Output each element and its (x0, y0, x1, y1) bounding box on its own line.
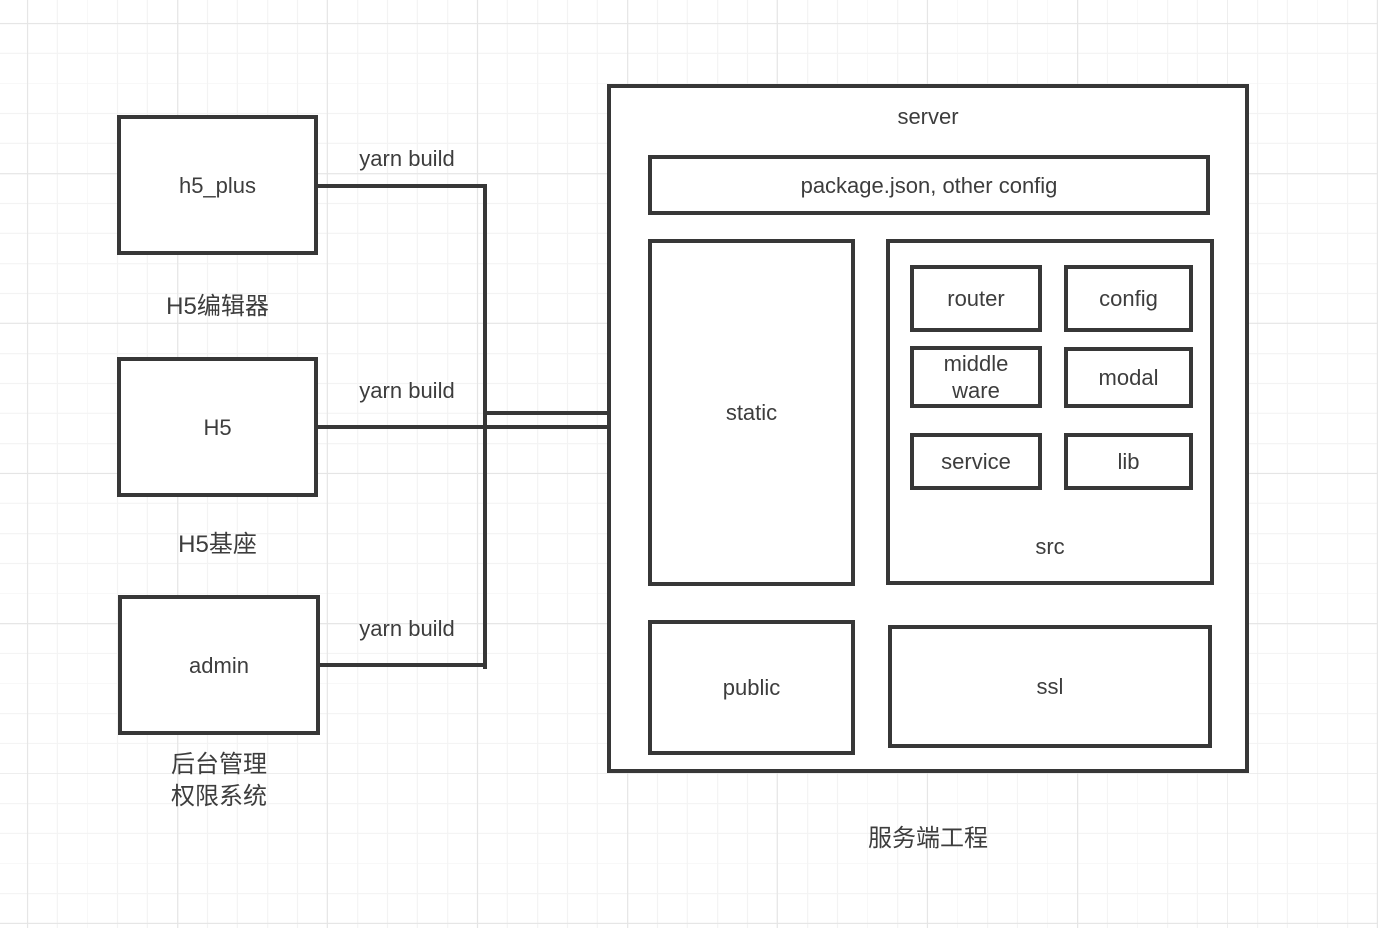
box-public: public (648, 620, 855, 755)
edge-bus-to-static-line (483, 411, 624, 415)
edge-label-yarn-build-admin: yarn build (359, 616, 455, 641)
box-admin: admin (118, 595, 320, 735)
box-service: service (910, 433, 1042, 490)
box-config: config (1064, 265, 1193, 332)
caption-server-project: 服务端工程 (868, 825, 988, 852)
edge-admin-horizontal-line (320, 663, 487, 667)
edge-label-yarn-build-h5plus: yarn build (359, 146, 455, 171)
box-ssl: ssl (888, 625, 1212, 748)
box-config-bar: package.json, other config (648, 155, 1210, 215)
box-lib: lib (1064, 433, 1193, 490)
caption-admin: 后台管理 权限系统 (171, 751, 267, 810)
box-middleware: middle ware (910, 346, 1042, 408)
edge-h5-to-static-line (318, 425, 624, 429)
box-static: static (648, 239, 855, 586)
box-modal: modal (1064, 347, 1193, 408)
edge-h5plus-horizontal-line (318, 184, 487, 188)
src-label: src (1035, 534, 1065, 559)
caption-h5: H5基座 (178, 531, 257, 558)
box-router: router (910, 265, 1042, 332)
caption-h5plus: H5编辑器 (166, 293, 269, 320)
edge-label-yarn-build-h5: yarn build (359, 378, 455, 403)
server-title: server (897, 104, 959, 129)
box-h5: H5 (117, 357, 318, 497)
box-h5plus: h5_plus (117, 115, 318, 255)
